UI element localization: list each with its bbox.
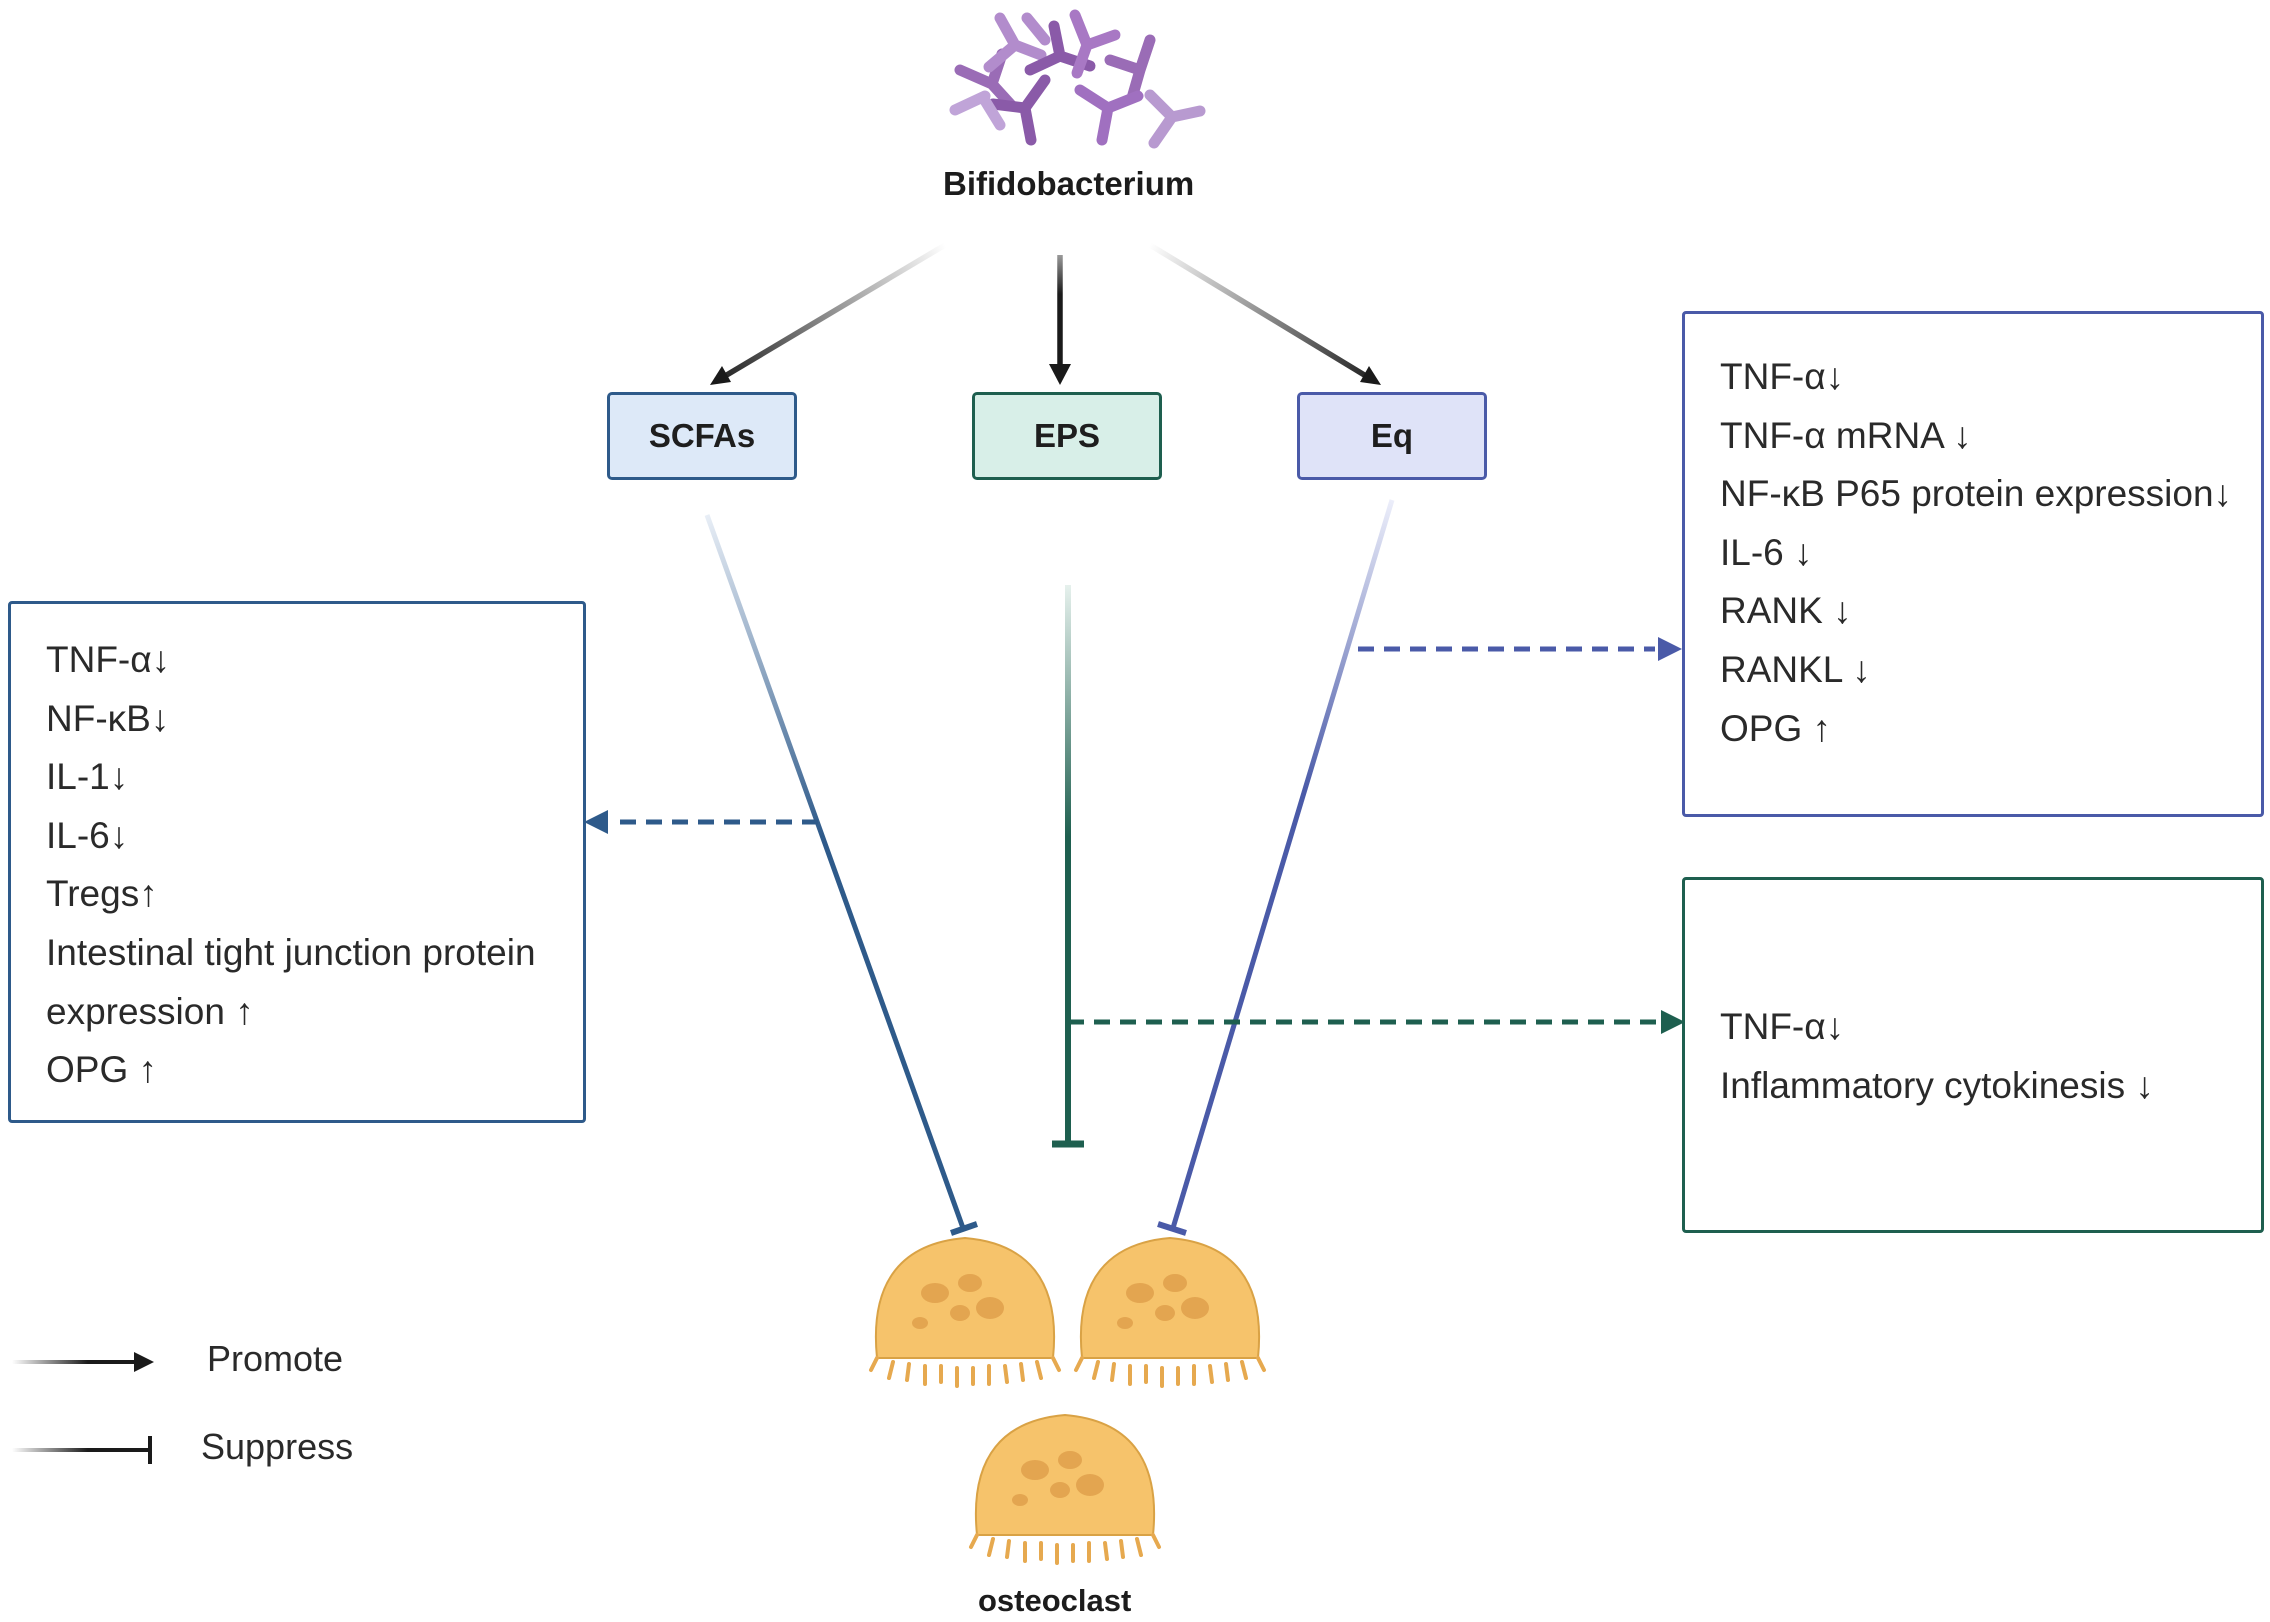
bifidobacterium-label: Bifidobacterium xyxy=(943,165,1195,202)
effect-item: TNF-α↓ xyxy=(46,639,171,680)
effect-item: OPG ↑ xyxy=(1720,707,1832,749)
effect-item: TNF-α↓ xyxy=(1720,1006,1845,1047)
scfas-label: SCFAs xyxy=(648,417,756,454)
scfas-effects-list: TNF-α↓ NF-κB↓ IL-1↓ IL-6↓ Tregs↑ Intestinal t… xyxy=(46,631,583,1100)
effect-item: IL-6↓ xyxy=(46,814,129,856)
arrowhead-effect-eq xyxy=(1658,637,1682,661)
effect-item: TNF-α↓ xyxy=(1720,356,1845,397)
osteoclast-cell-bottom xyxy=(969,1413,1161,1565)
suppress-bar-eq xyxy=(1157,1221,1187,1236)
effect-item: Inflammatory cytokinesis ↓ xyxy=(1720,1064,2154,1106)
eq-label: Eq xyxy=(1370,417,1414,454)
effect-item: RANKL ↓ xyxy=(1720,648,1871,690)
effect-item: RANK ↓ xyxy=(1720,590,1852,632)
eq-effects-list: TNF-α↓ TNF-α mRNA ↓ NF-κB P65 protein expr… xyxy=(1720,348,2261,758)
eq-node: Eq xyxy=(1297,392,1487,480)
osteoclast-label: osteoclast xyxy=(978,1583,1132,1618)
effect-item: NF-κB P65 protein expression↓ xyxy=(1720,473,2233,515)
arrowhead-eps xyxy=(1049,364,1071,385)
promote-arrows xyxy=(710,242,1381,385)
eps-node: EPS xyxy=(972,392,1162,480)
legend-suppress-label: Suppress xyxy=(201,1426,354,1467)
scfas-effects-box: TNF-α↓ NF-κB↓ IL-1↓ IL-6↓ Tregs↑ Intestinal t… xyxy=(8,601,586,1123)
suppress-line-eq xyxy=(1170,499,1395,1229)
osteoclast-cell-left xyxy=(869,1236,1061,1388)
suppress-lines xyxy=(704,499,1395,1236)
effect-item: IL-6 ↓ xyxy=(1720,531,1813,573)
effect-item: Intestinal tight junction protein xyxy=(46,931,536,973)
eq-effects-box: TNF-α↓ TNF-α mRNA ↓ NF-κB P65 protein expr… xyxy=(1682,311,2264,817)
arrowhead-scfas xyxy=(710,366,731,385)
suppress-bar-scfas xyxy=(950,1221,978,1236)
osteoclast-cell-icon xyxy=(869,1236,1266,1565)
eps-effects-list: TNF-α↓ Inflammatory cytokinesis ↓ xyxy=(1720,998,2261,1115)
eps-label: EPS xyxy=(1033,417,1101,454)
effect-item: TNF-α mRNA ↓ xyxy=(1720,414,1972,456)
legend-promote-arrow-icon xyxy=(134,1352,154,1372)
effect-arrows xyxy=(584,637,1685,1034)
legend-symbols xyxy=(12,1352,154,1464)
arrowhead-effect-eps xyxy=(1661,1010,1685,1034)
legend-promote-label: Promote xyxy=(207,1338,344,1379)
effect-item: OPG ↑ xyxy=(46,1049,158,1091)
arrowhead-eq xyxy=(1360,366,1381,385)
effect-item: Tregs↑ xyxy=(46,873,158,915)
arrowhead-effect-scfas xyxy=(584,810,608,834)
bacterium-icon xyxy=(949,9,1206,149)
suppress-line-scfas xyxy=(704,514,966,1229)
effect-item: expression ↑ xyxy=(46,990,254,1032)
effect-item: NF-κB↓ xyxy=(46,697,170,739)
osteoclast-cell-right xyxy=(1074,1236,1266,1388)
eps-effects-box: TNF-α↓ Inflammatory cytokinesis ↓ xyxy=(1682,877,2264,1233)
scfas-node: SCFAs xyxy=(607,392,797,480)
effect-item: IL-1↓ xyxy=(46,756,129,798)
